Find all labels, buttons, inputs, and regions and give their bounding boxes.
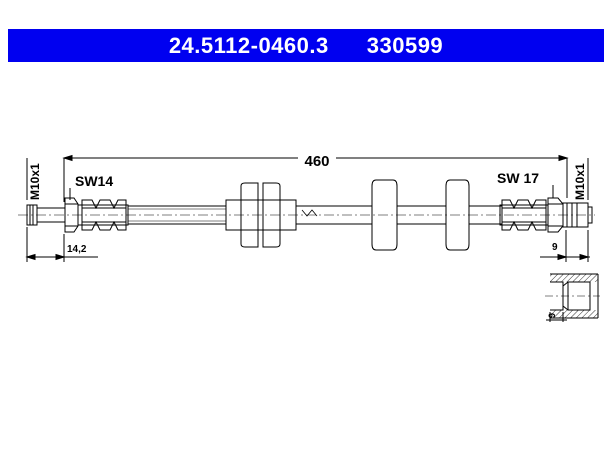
detail-dim-label: 9 [547,313,557,318]
title-bar: 24.5112-0460.3 330599 [8,29,604,62]
clip-1 [371,179,398,251]
right-fitting-dim-label: 9 [552,242,558,253]
left-fitting [26,197,129,233]
length-label: 460 [304,153,329,170]
left-fitting-dim-label: 14,2 [67,244,87,255]
bracket-holder [225,182,297,248]
hose-break-mark [301,209,318,217]
reference-number: 330599 [366,32,444,58]
right-fitting-dimension: 9 [540,230,590,262]
detail-section-view: 9 [545,273,600,322]
part-number: 24.5112-0460.3 [168,32,329,58]
left-thread-label: M10x1 [28,163,42,200]
right-wrench-size: SW 17 [497,170,539,186]
right-fitting [499,197,593,233]
right-thread-label: M10x1 [573,163,587,200]
left-wrench-size: SW14 [75,173,113,189]
left-fitting-dimension: 14,2 [25,227,98,262]
clip-2 [445,179,470,251]
hose-body [128,205,502,225]
length-dimension: 460 [26,153,589,202]
